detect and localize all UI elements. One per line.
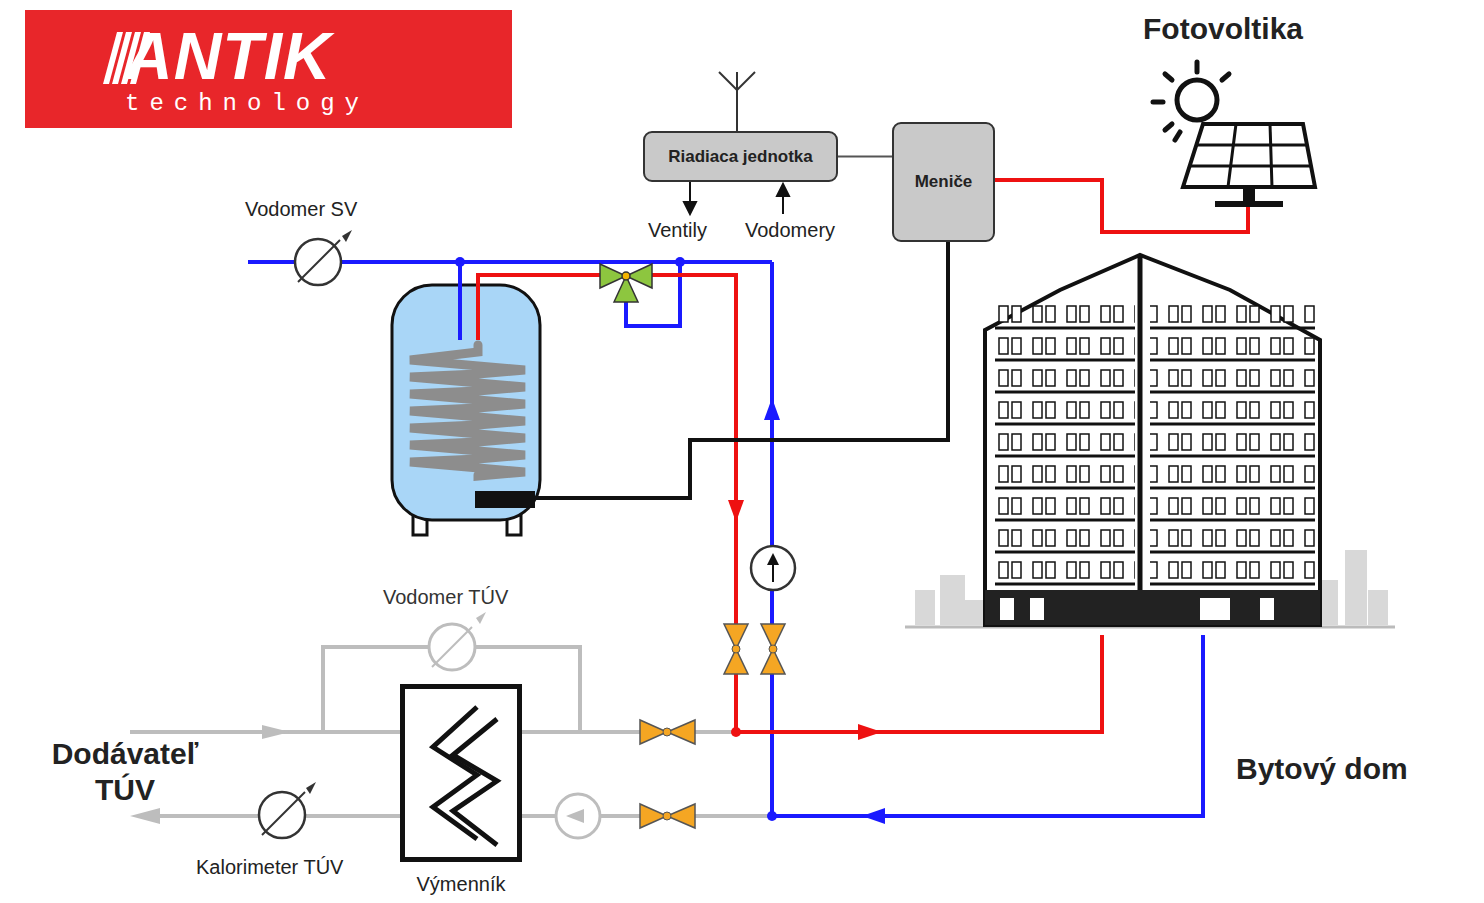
logo-text: ANTIK — [125, 18, 332, 94]
logo-subtext: technology — [125, 90, 369, 117]
signal-arrows — [684, 182, 789, 214]
antenna — [719, 72, 755, 131]
valves — [640, 624, 785, 828]
heat-exchanger-box: Výmenník — [400, 684, 522, 862]
building — [985, 255, 1320, 625]
heading: Fotovoltika — [1143, 12, 1303, 46]
signal-label: Ventily — [648, 219, 707, 242]
signal-label: Vodomery — [745, 219, 835, 242]
three-way-valve — [600, 264, 652, 302]
solar-panel: Fotovoltika — [1135, 12, 1340, 212]
cold-water-pipes — [248, 262, 1203, 816]
tank — [392, 285, 540, 535]
unit-label: Meniče — [915, 172, 973, 192]
building-label: Bytový dom — [1236, 752, 1408, 786]
unit-label: Riadiaca jednotka — [668, 147, 813, 167]
logo: ANTIKtechnology — [25, 10, 512, 128]
control-unit-box: Riadiaca jednotka — [643, 131, 838, 182]
exchanger-zigzag — [405, 689, 517, 857]
inverter-box: Meniče — [892, 122, 995, 242]
connector — [838, 156, 892, 158]
meter-label: Kalorimeter TÚV — [196, 856, 343, 879]
power-wire — [535, 242, 948, 498]
exchanger-label: Výmenník — [365, 873, 557, 896]
hot-water-pipes — [478, 275, 1102, 732]
meter-label: Vodomer SV — [245, 198, 357, 221]
meter-label: Vodomer TÚV — [383, 586, 508, 609]
supplier-label: Dodávateľ TÚV — [25, 736, 225, 808]
